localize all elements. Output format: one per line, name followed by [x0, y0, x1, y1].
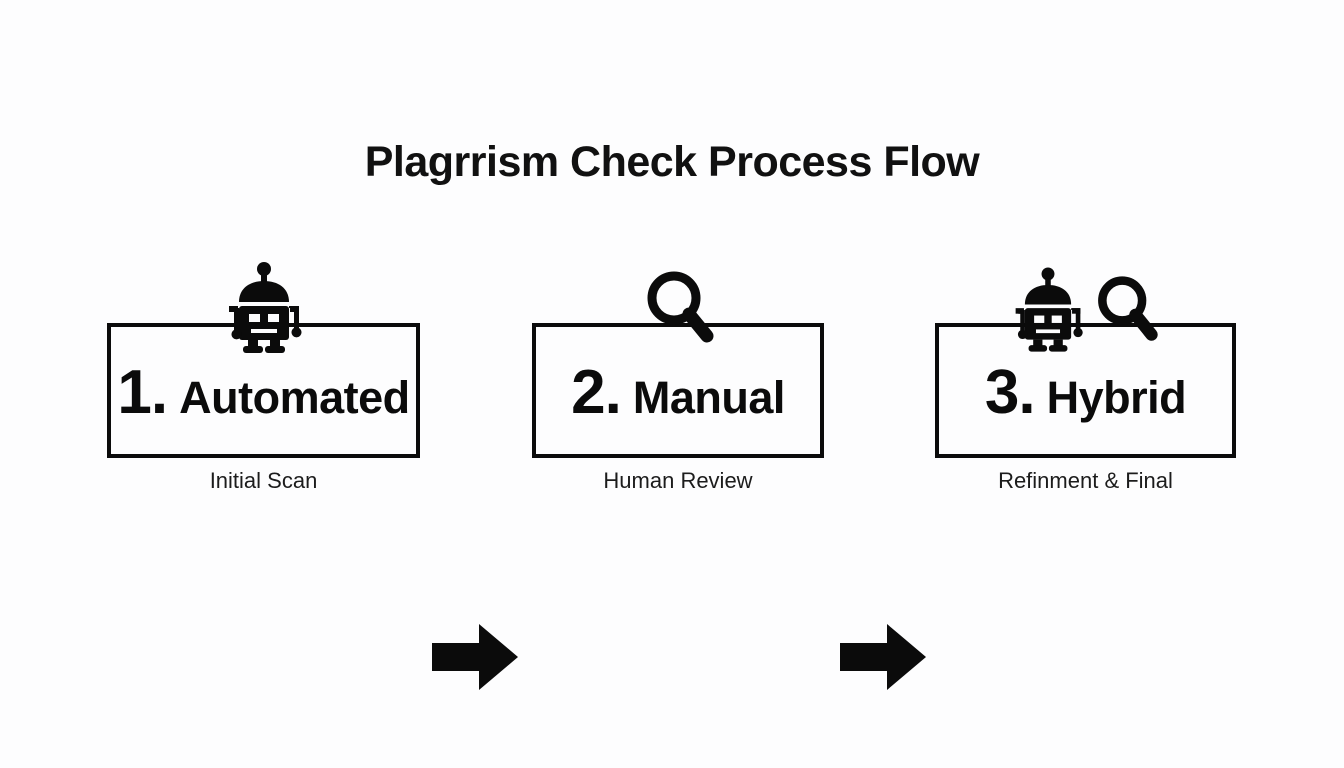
arrow-right-icon: [840, 624, 926, 690]
process-flow-diagram: 1. Automated: [0, 262, 1344, 690]
step-2-box: 2. Manual: [532, 323, 824, 458]
step-2-name: Manual: [632, 371, 786, 423]
step-1-box: 1. Automated: [107, 323, 420, 458]
step-3-box: 3. Hybrid: [935, 323, 1236, 458]
step-3-caption: Refinment & Final: [998, 468, 1173, 493]
step-1-label: 1. Automated: [117, 357, 410, 427]
process-step-3[interactable]: 3. Hybrid: [935, 262, 1236, 512]
step-1-caption: Initial Scan: [209, 468, 318, 493]
step-3-label: 3. Hybrid: [984, 357, 1187, 427]
process-step-2[interactable]: 2. Manual Human Review: [532, 262, 824, 512]
step-2-number: 2.: [571, 357, 622, 427]
step-1-number: 1.: [117, 357, 168, 427]
process-step-1[interactable]: 1. Automated: [107, 262, 420, 512]
step-2-caption: Human Review: [603, 468, 753, 493]
step-3-name: Hybrid: [1046, 371, 1187, 423]
step-2-label: 2. Manual: [571, 357, 786, 427]
step-1-name: Automated: [179, 371, 410, 423]
step-3-number: 3.: [984, 357, 1036, 427]
page-title: Plagrrism Check Process Flow: [364, 138, 980, 186]
arrow-right-icon: [432, 624, 518, 690]
